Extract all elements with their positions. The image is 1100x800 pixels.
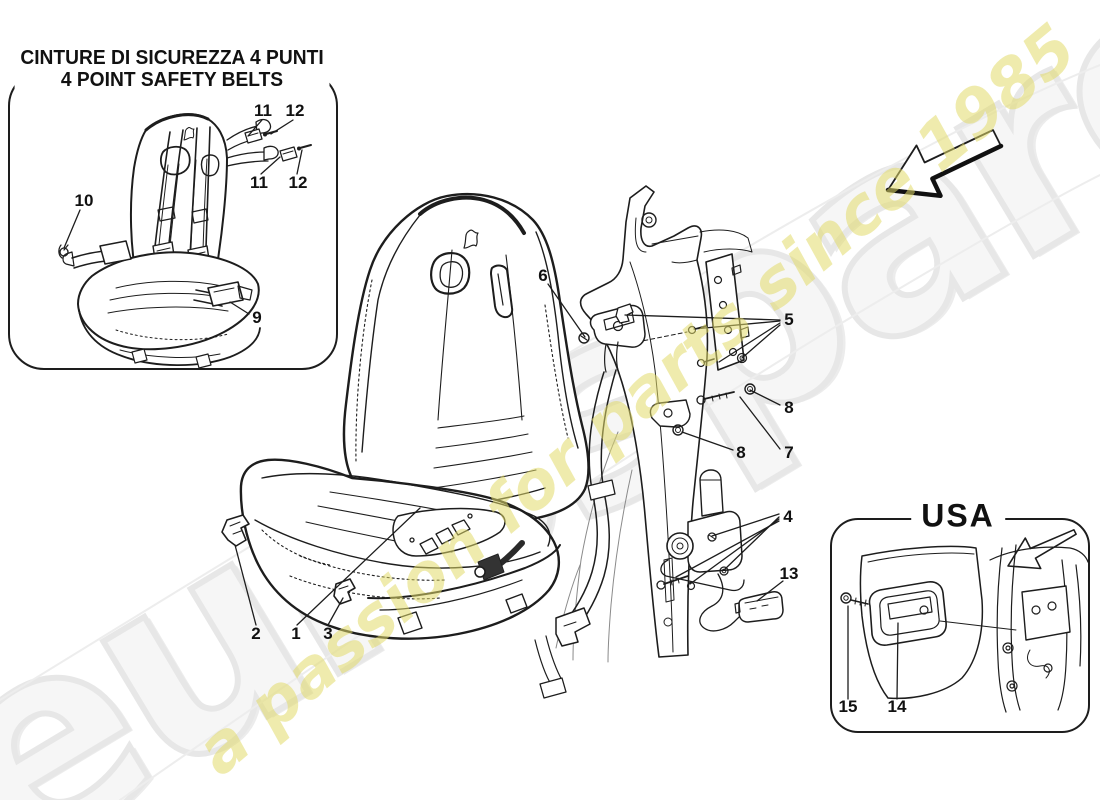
part-15-screw	[840, 592, 869, 607]
callout-7: 7	[784, 443, 794, 462]
seat-belt-strap	[534, 369, 617, 699]
callout-8-upper: 8	[784, 398, 794, 417]
inset-title: CINTURE DI SICUREZZA 4 PUNTI 4 POINT SAF…	[14, 47, 330, 92]
callout-12-upper: 12	[285, 101, 305, 120]
ferrari-emblem-small	[183, 126, 195, 141]
seat-buckle	[474, 540, 525, 581]
main-seat-drawing	[221, 192, 590, 640]
callout-10: 10	[74, 191, 94, 210]
part-14-handle	[868, 581, 947, 646]
usa-inset-title: USA	[911, 497, 1005, 535]
usa-direction-arrow-icon	[1007, 529, 1077, 570]
callout-2: 2	[251, 624, 261, 643]
inset-title-english: 4 POINT SAFETY BELTS	[60, 68, 284, 91]
callout-4: 4	[783, 507, 793, 526]
callout-11-upper: 11	[254, 101, 272, 120]
anchor-rail-plate	[636, 253, 750, 371]
inset-title-italian: CINTURE DI SICUREZZA 4 PUNTI	[20, 47, 324, 69]
callout-3: 3	[323, 624, 333, 643]
callout-11-lower: 11	[250, 173, 268, 192]
pillar-fasteners	[615, 303, 756, 591]
callout-15: 15	[838, 697, 858, 716]
usa-pillar-structure	[989, 544, 1089, 713]
callout-9: 9	[252, 308, 262, 327]
part-2-clip	[221, 514, 250, 547]
ferrari-emblem	[463, 229, 479, 249]
callout-12-lower: 12	[288, 173, 308, 192]
callout-leader-lines	[63, 119, 899, 700]
callout-13: 13	[779, 564, 799, 583]
upper-belt-anchor	[578, 304, 646, 373]
direction-arrow-icon	[885, 129, 1004, 199]
b-pillar-drawing	[534, 185, 784, 699]
callout-5: 5	[784, 310, 794, 329]
part-11-12-hardware	[244, 128, 312, 162]
callout-1: 1	[291, 624, 301, 643]
harness-seat-drawing	[58, 113, 312, 369]
belt-retractor	[660, 469, 753, 632]
part-10-clip	[58, 244, 69, 259]
part-13-connector	[734, 591, 784, 623]
callout-6: 6	[538, 266, 548, 285]
usa-panel-drawing	[840, 529, 1089, 713]
seat-adjust-controls	[409, 513, 473, 555]
callout-8-lower: 8	[736, 443, 746, 462]
callout-14: 14	[887, 697, 907, 716]
